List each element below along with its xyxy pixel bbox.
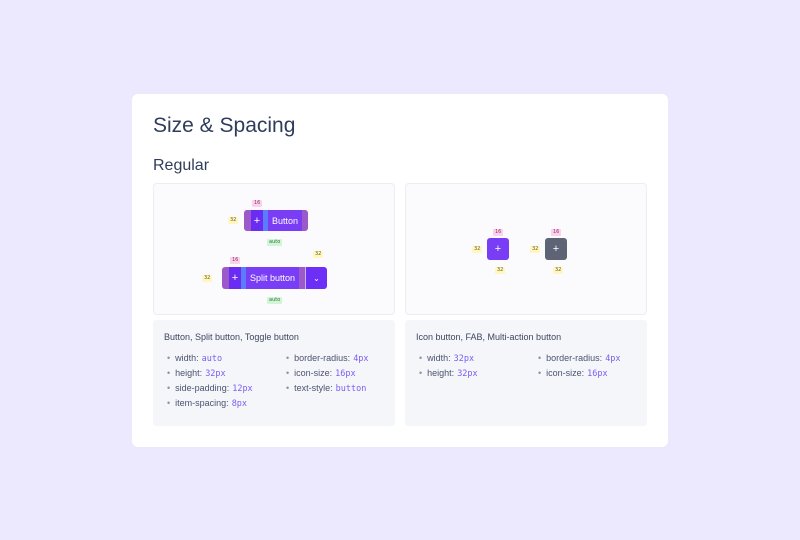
icon-button-spec-panel: 16 32 + 32 16 32 + 32 Icon button, FAB, …: [405, 183, 647, 426]
button-example[interactable]: + Button: [244, 210, 309, 231]
icon-button-primary[interactable]: +: [487, 238, 509, 260]
width-annotation: auto: [267, 297, 283, 304]
spec-item: •height:32px: [419, 368, 478, 379]
plus-icon: +: [251, 210, 263, 231]
icon-size-annotation: 16: [230, 257, 241, 264]
plus-icon: +: [552, 243, 560, 255]
spec-column-1: •width:auto •height:32px •side-padding:1…: [167, 353, 253, 413]
spec-item: •width:auto: [167, 353, 223, 364]
width-annotation: auto: [267, 239, 283, 246]
section-title: Regular: [153, 157, 210, 174]
icon-button-preview: 16 32 + 32 16 32 + 32: [405, 183, 647, 315]
icon-button-spec-list: Icon button, FAB, Multi-action button •w…: [405, 320, 647, 426]
width-annotation: 32: [495, 267, 506, 274]
spec-card: Size & Spacing Regular 16 32 + Button au…: [132, 94, 668, 447]
height-annotation: 32: [472, 246, 483, 253]
chevron-down-icon[interactable]: ⌄: [306, 267, 328, 289]
button-spec-list: Button, Split button, Toggle button •wid…: [153, 320, 395, 426]
spec-item: •height:32px: [167, 368, 226, 379]
split-button-example[interactable]: + Split button ⌄: [222, 267, 328, 289]
height-annotation: 32: [228, 217, 239, 224]
icon-button-neutral[interactable]: +: [545, 238, 567, 260]
split-button-label: Split button: [246, 267, 300, 289]
plus-icon: +: [229, 267, 241, 289]
spec-item: •text-style:button: [286, 383, 367, 394]
spec-item: •border-radius:4px: [538, 353, 621, 364]
button-label: Button: [268, 210, 303, 231]
height-annotation: 32: [530, 246, 541, 253]
spec-item: •icon-size:16px: [286, 368, 356, 379]
spec-title: Icon button, FAB, Multi-action button: [416, 332, 562, 342]
spec-item: •width:32px: [419, 353, 475, 364]
icon-size-annotation: 16: [252, 200, 263, 207]
spec-column-1: •width:32px •height:32px: [419, 353, 478, 383]
icon-size-annotation: 16: [551, 229, 562, 236]
spec-column-2: •border-radius:4px •icon-size:16px •text…: [286, 353, 369, 398]
spec-item: •border-radius:4px: [286, 353, 369, 364]
button-preview: 16 32 + Button auto 16 32 32 + Split but…: [153, 183, 395, 315]
spec-title: Button, Split button, Toggle button: [164, 332, 299, 342]
spec-item: •side-padding:12px: [167, 383, 253, 394]
height-annotation: 32: [202, 275, 213, 282]
spec-item: •icon-size:16px: [538, 368, 608, 379]
icon-size-annotation: 16: [493, 229, 504, 236]
width-annotation: 32: [553, 267, 564, 274]
chevron-height-annotation: 32: [313, 251, 324, 258]
spec-column-2: •border-radius:4px •icon-size:16px: [538, 353, 621, 383]
spec-item: •item-spacing:8px: [167, 398, 248, 409]
button-spec-panel: 16 32 + Button auto 16 32 32 + Split but…: [153, 183, 395, 426]
plus-icon: +: [494, 243, 502, 255]
page-title: Size & Spacing: [153, 114, 296, 137]
